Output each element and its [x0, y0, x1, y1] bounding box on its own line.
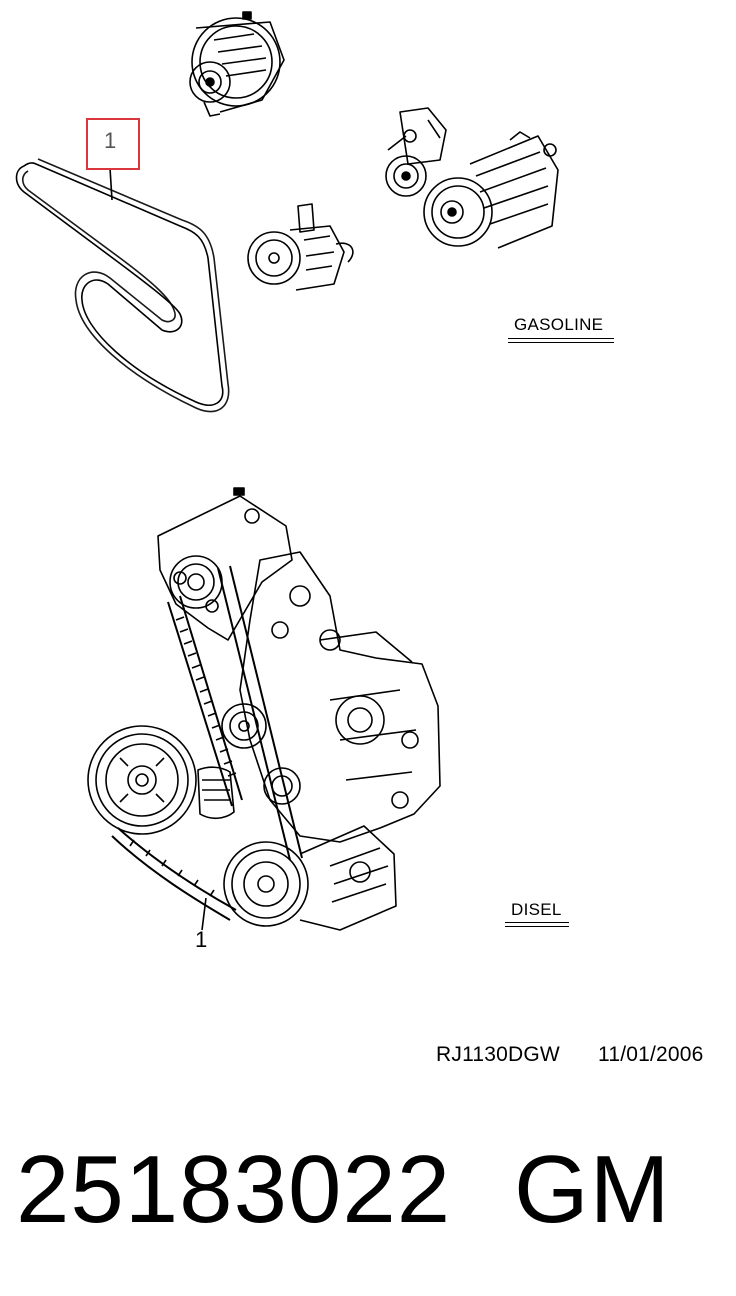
callout-1-disel-number: 1 — [195, 927, 208, 952]
part-brand: GM — [514, 1136, 671, 1243]
diesel-engine — [87, 487, 441, 931]
reference-date: 11/01/2006 — [598, 1043, 704, 1066]
alternator — [189, 11, 285, 117]
power-steering-pump — [247, 203, 354, 291]
disel-callout-leader — [201, 897, 207, 931]
gasoline-underline-1 — [508, 338, 614, 339]
callout-1-highlight-box[interactable] — [86, 118, 140, 170]
callout-1-number: 1 — [104, 128, 117, 153]
gasoline-label: GASOLINE — [514, 315, 604, 334]
ac-compressor — [423, 131, 559, 249]
disel-underline-1 — [505, 922, 569, 923]
gasoline-belt — [15, 158, 230, 413]
disel-label: DISEL — [511, 900, 562, 919]
disel-underline-2 — [505, 926, 569, 927]
part-number: 25183022 — [16, 1136, 452, 1243]
gasoline-callout-leader — [109, 167, 113, 201]
reference-code: RJ1130DGW — [436, 1043, 560, 1066]
tensioner — [385, 107, 447, 197]
gasoline-underline-2 — [508, 342, 614, 343]
